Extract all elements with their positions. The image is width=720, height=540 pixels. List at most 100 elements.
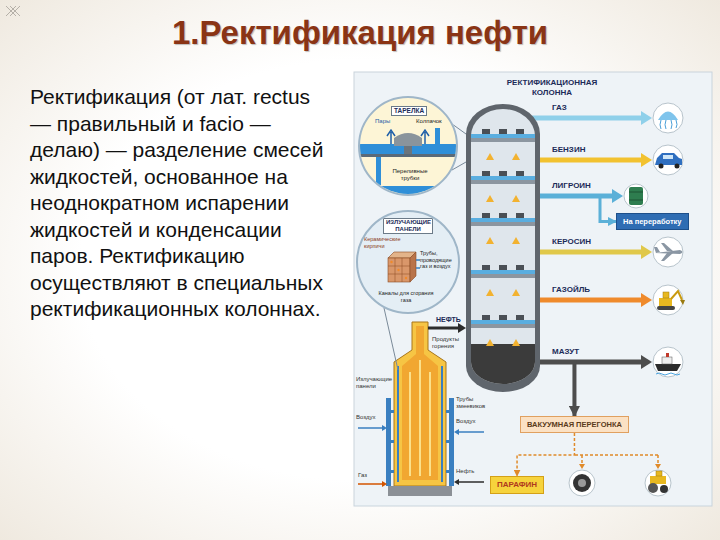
- definition-text: Ректификация (от лат. rectus — правильны…: [30, 84, 330, 323]
- column-body-part: [486, 339, 494, 346]
- column-body-part: [499, 265, 507, 270]
- box-text: ВАКУУМНАЯ ПЕРЕГОНКА: [527, 420, 622, 429]
- brick-detail-part: [388, 258, 410, 282]
- furnace-part: [449, 398, 454, 486]
- product-icons-part: [680, 300, 685, 305]
- column-body-part: [482, 213, 490, 218]
- product-icons-part: [654, 243, 673, 261]
- column-body-part: [516, 265, 524, 270]
- column-body-part: [471, 134, 535, 138]
- part-label: Каналы для сгорания газа: [378, 290, 434, 303]
- product-label: МАЗУТ: [552, 347, 579, 357]
- vacuum-branches-part: [579, 464, 585, 469]
- product-arrows-part: [612, 189, 623, 203]
- tray-detail-part: [360, 154, 456, 157]
- vacuum-branches-part: [578, 479, 586, 487]
- product-icons-part: [659, 164, 664, 169]
- flow-label: НЕФТЬ: [436, 315, 461, 324]
- brick-detail-part: [405, 277, 407, 279]
- column-body-part: [512, 339, 520, 346]
- product-arrows-part: [540, 250, 641, 255]
- connector: [540, 196, 616, 222]
- slide-title: 1.Ректификация нефти: [0, 14, 720, 52]
- product-icons-part: [658, 112, 678, 121]
- column-body: [466, 104, 540, 392]
- column-body-part: [471, 320, 535, 324]
- column-body-part: [471, 138, 535, 142]
- column-body-part: [516, 315, 524, 320]
- brick-detail-part: [397, 269, 399, 271]
- inset-circle: ИЗЛУЧАЮЩИЕ ПАНЕЛИКерамические кирпичиТру…: [356, 210, 460, 314]
- inset-circle: ТАРЕЛКАПары КолпачокПереливные трубки: [358, 96, 458, 196]
- product-icons-part: [660, 120, 677, 129]
- column-body-part: [471, 222, 535, 226]
- furnace-part: [446, 440, 449, 443]
- product-icons-part: [629, 192, 643, 193]
- product-icons-part: [655, 364, 681, 371]
- process-box: На переработку: [616, 213, 689, 230]
- furnace-flows-part: [454, 479, 459, 485]
- product-arrows-part: [641, 111, 652, 125]
- column-body-part: [471, 218, 535, 222]
- flow-label: Воздух: [356, 414, 375, 421]
- product-arrows-part: [641, 153, 652, 167]
- product-arrows-part: [641, 355, 652, 369]
- column-body-part: [482, 315, 490, 320]
- inset-heading: ТАРЕЛКА: [391, 106, 427, 116]
- vacuum-branches-part: [573, 474, 591, 492]
- part-label: Пары: [375, 118, 390, 125]
- inset-heading: ИЗЛУЧАЮЩИЕ ПАНЕЛИ: [383, 218, 433, 234]
- part-label: Излучающие панели: [356, 376, 392, 390]
- column-body-part: [512, 237, 520, 244]
- product-label: ЛИГРОИН: [552, 181, 591, 191]
- column-body-part: [482, 265, 490, 270]
- column-heading: РЕКТИФИКАЦИОННАЯ КОЛОННА: [496, 78, 608, 98]
- column-body-part: [512, 153, 520, 160]
- product-icons-part: [653, 103, 683, 133]
- column-body-part: [466, 104, 540, 392]
- product-icons-part: [663, 292, 669, 298]
- tray-detail-part: [376, 157, 381, 185]
- column-body-part: [499, 129, 507, 134]
- furnace-flows-part: [428, 327, 458, 330]
- column-body-part: [512, 195, 520, 202]
- flow-label: Газ: [358, 472, 367, 479]
- vacuum-branches-part: [660, 485, 668, 493]
- furnace-part: [410, 360, 430, 476]
- vacuum-branches-part: [575, 455, 658, 465]
- column-body-part: [499, 171, 507, 176]
- rectification-column: РЕКТИФИКАЦИОННАЯ КОЛОННА: [466, 104, 540, 392]
- product-icons-part: [671, 291, 682, 300]
- brick-detail-part: [410, 252, 416, 282]
- product-icons-part: [656, 373, 680, 375]
- column-body-part: [471, 109, 535, 384]
- column-body-part: [512, 289, 520, 296]
- column-body-part: [471, 324, 535, 328]
- furnace-part: [391, 440, 394, 443]
- product-icons-part: [629, 200, 643, 201]
- part-label: Продукты горения: [432, 336, 466, 350]
- part-label: Колпачок: [416, 118, 442, 125]
- part-label: Керамические кирпичи: [364, 236, 402, 249]
- column-body-part: [499, 213, 507, 218]
- leader-lines-part: [384, 308, 398, 370]
- tray-detail-part: [394, 133, 422, 146]
- column-body-part: [486, 237, 494, 244]
- corner-mark: [6, 6, 20, 16]
- product-icons: [624, 103, 685, 377]
- part-label: Переливные трубки: [385, 168, 435, 182]
- furnace-part: [402, 326, 438, 480]
- column-body-part: [516, 129, 524, 134]
- column-body-part: [516, 171, 524, 176]
- furnace-flows-part: [382, 425, 387, 431]
- image-panel: [354, 72, 712, 506]
- product-label: КЕРОСИН: [552, 237, 591, 247]
- column-body-part: [486, 153, 494, 160]
- furnace-part: [446, 470, 449, 473]
- product-icons-part: [663, 155, 673, 159]
- furnace-part: [391, 410, 394, 413]
- product-icons-part: [629, 187, 643, 205]
- vacuum-branches-part: [650, 476, 666, 484]
- furnace-flows-part: [459, 481, 484, 483]
